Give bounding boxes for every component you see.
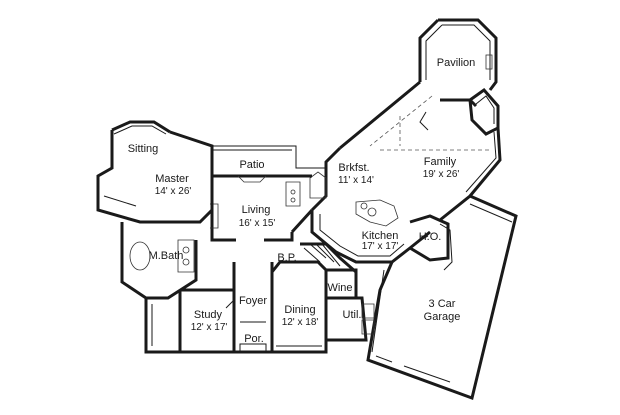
garage-door-2 bbox=[403, 365, 451, 383]
room-label-por: Por. bbox=[244, 333, 264, 345]
por-inner bbox=[239, 343, 267, 352]
kitchen-island bbox=[355, 199, 399, 227]
util-dryer bbox=[361, 319, 375, 335]
corridor-window-1 bbox=[345, 87, 415, 145]
mbath-counter bbox=[177, 239, 195, 273]
room-label-ho: H.O. bbox=[419, 231, 442, 243]
room-label-wine: Wine bbox=[327, 282, 352, 294]
ho-door bbox=[413, 235, 429, 245]
study-walls bbox=[178, 288, 236, 354]
sitting-window-arc bbox=[113, 125, 167, 135]
room-dim-family: 19' x 26' bbox=[423, 169, 460, 180]
corridor-wall-north bbox=[339, 80, 421, 150]
room-label-brkfst: Brkfst. bbox=[338, 162, 369, 174]
room-dim-study: 12' x 17' bbox=[191, 322, 228, 333]
room-dim-kitchen: 17' x 17' bbox=[362, 241, 399, 252]
living-cabinet-knob bbox=[290, 189, 296, 195]
master-closet-line bbox=[103, 195, 137, 207]
room-label-pavilion: Pavilion bbox=[437, 57, 476, 69]
family-east-wall bbox=[439, 127, 502, 222]
mbath-sink bbox=[182, 246, 190, 254]
kitchen-stool bbox=[360, 202, 368, 210]
room-label-dining: Dining bbox=[284, 304, 315, 316]
living-cabinet bbox=[285, 181, 301, 207]
pavilion-walls bbox=[418, 18, 498, 91]
dining-walls bbox=[270, 260, 328, 354]
living-window-bay bbox=[237, 175, 267, 183]
ho-walls bbox=[409, 214, 450, 262]
por-walls bbox=[232, 328, 272, 354]
kitchen-sink bbox=[367, 207, 377, 217]
closet-walls bbox=[144, 298, 180, 354]
living-cabinet-knob-2 bbox=[290, 197, 296, 203]
living-fireplace bbox=[210, 203, 219, 229]
mbath-walls bbox=[120, 222, 198, 300]
util-washer bbox=[361, 303, 375, 319]
room-label-bp: B.P. bbox=[277, 252, 296, 264]
room-label-foyer: Foyer bbox=[239, 295, 267, 307]
sitting-walls bbox=[111, 120, 171, 134]
room-label-util: Util. bbox=[343, 309, 362, 321]
room-label-family: Family bbox=[424, 156, 457, 168]
garage-inner-left bbox=[371, 269, 385, 353]
room-label-study: Study bbox=[194, 309, 223, 321]
kitchen-counter bbox=[319, 214, 405, 257]
patio-outline bbox=[212, 145, 326, 169]
garage-walls bbox=[366, 194, 518, 400]
room-dim-master: 14' x 26' bbox=[155, 186, 192, 197]
room-label-master: Master bbox=[155, 173, 189, 185]
room-dim-brkfst: 11' x 14' bbox=[338, 175, 374, 186]
family-east-window bbox=[465, 131, 497, 193]
garage-bump bbox=[439, 223, 453, 271]
room-dim-dining: 12' x 18' bbox=[282, 317, 319, 328]
corridor-dashed-line bbox=[369, 95, 433, 147]
room-dim-living: 16' x 15' bbox=[239, 218, 276, 229]
util-walls bbox=[326, 296, 368, 342]
room-label-living: Living bbox=[242, 204, 271, 216]
corridor-window-2 bbox=[419, 111, 429, 131]
stair-treads bbox=[303, 243, 341, 267]
room-label-kitchen: Kitchen bbox=[362, 230, 399, 242]
garage-step bbox=[469, 203, 513, 223]
brkfst-fireplace bbox=[309, 171, 327, 199]
room-label-patio: Patio bbox=[239, 159, 264, 171]
mbath-tub bbox=[129, 241, 151, 271]
room-label-mbath: M.Bath bbox=[149, 250, 184, 262]
bay-inner bbox=[475, 95, 495, 124]
wine-walls bbox=[326, 268, 358, 298]
garage-door-1 bbox=[375, 355, 393, 363]
room-label-sitting: Sitting bbox=[128, 143, 159, 155]
pavilion-vent bbox=[485, 54, 493, 70]
master-walls bbox=[96, 130, 214, 224]
pavilion-inner-line bbox=[425, 24, 491, 80]
mbath-sink-2 bbox=[182, 258, 190, 266]
